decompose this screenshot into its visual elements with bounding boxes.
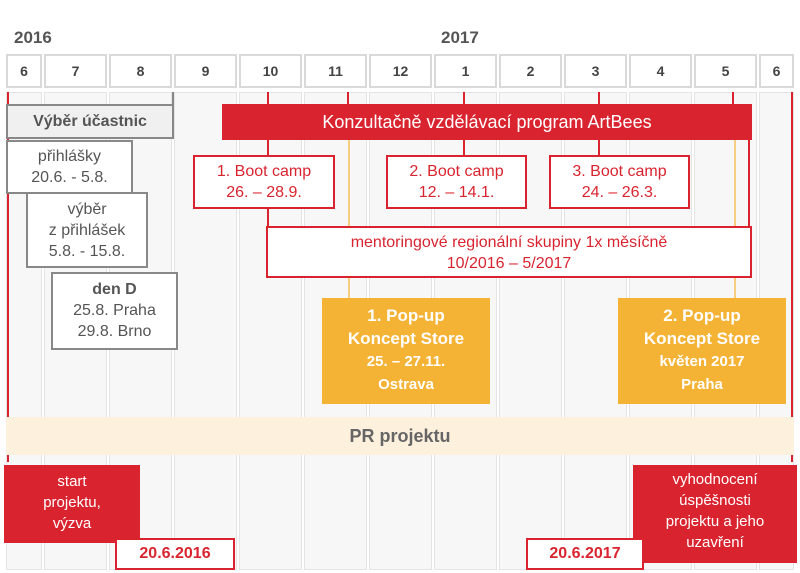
timeline-tick <box>598 92 600 106</box>
bootcamp-title: 2. Boot camp <box>409 163 504 180</box>
bootcamp-box-1: 1. Boot camp 26. – 28.9. <box>193 155 335 209</box>
choice-sublabel: z přihlášek <box>48 222 126 239</box>
popup-city: Praha <box>681 376 723 393</box>
program-title: Konzultačně vzdělávací program ArtBees <box>322 112 652 132</box>
month-cell: 6 <box>6 54 42 88</box>
start-line: projektu, <box>43 494 101 511</box>
pr-label: PR projektu <box>349 425 451 446</box>
choice-label: výběr <box>67 201 107 218</box>
end-line: projektu a jeho <box>665 513 765 530</box>
selection-title-box: Výběr účastnic <box>6 104 174 139</box>
month-cell: 8 <box>109 54 172 88</box>
month-cell: 1 <box>434 54 497 88</box>
popup-dates: květen 2017 <box>659 353 745 370</box>
bootcamp-connector <box>463 140 465 155</box>
month-cell: 11 <box>304 54 367 88</box>
year-2016-label: 2016 <box>14 28 52 47</box>
end-box: vyhodnocení úspěšnosti projektu a jeho u… <box>633 465 797 563</box>
month-cell: 7 <box>44 54 107 88</box>
dday-title: den D <box>92 281 137 298</box>
pr-band: PR projektu <box>6 417 794 455</box>
bootcamp-dates: 24. – 26.3. <box>581 184 658 201</box>
bootcamp-title: 3. Boot camp <box>572 163 667 180</box>
end-date: 20.6.2017 <box>549 545 621 562</box>
popup-title: 1. Pop-up <box>367 306 445 325</box>
bootcamp-dates: 26. – 28.9. <box>226 184 302 201</box>
bootcamp-title: 1. Boot camp <box>216 163 312 180</box>
bootcamp-box-3: 3. Boot camp 24. – 26.3. <box>549 155 690 209</box>
start-timeline-line <box>7 92 9 462</box>
end-timeline-line <box>791 92 793 462</box>
bootcamp-connector <box>598 140 600 155</box>
bootcamp-box-2: 2. Boot camp 12. – 14.1. <box>386 155 527 209</box>
popup-dates: 25. – 27.11. <box>366 353 446 370</box>
timeline-tick <box>732 92 734 106</box>
applications-box: přihlášky 20.6. - 5.8. <box>6 140 133 194</box>
start-line: start <box>57 473 87 490</box>
popup-title: 2. Pop-up <box>663 306 741 325</box>
popup-connector <box>734 140 736 298</box>
start-line: výzva <box>52 515 92 532</box>
month-cell: 2 <box>499 54 562 88</box>
popup-subtitle: Koncept Store <box>347 329 465 348</box>
month-cell: 4 <box>629 54 692 88</box>
bootcamp-dates: 12. – 14.1. <box>418 184 495 201</box>
month-cell: 12 <box>369 54 432 88</box>
bootcamp-connector <box>267 140 269 155</box>
month-header-row: 6 7 8 9 10 11 12 1 2 3 4 5 6 <box>6 54 794 88</box>
dday-praha: 25.8. Praha <box>73 302 156 319</box>
end-line: uzavření <box>686 534 744 551</box>
program-bar: Konzultačně vzdělávací program ArtBees <box>222 104 752 140</box>
dday-brno: 29.8. Brno <box>77 323 152 340</box>
popup-box-2: 2. Pop-up Koncept Store květen 2017 Prah… <box>618 298 786 404</box>
end-date-box: 20.6.2017 <box>526 538 644 570</box>
mentoring-title: mentoringové regionální skupiny 1x měsíč… <box>350 234 668 251</box>
month-cell: 5 <box>694 54 757 88</box>
popup-subtitle: Koncept Store <box>643 329 761 348</box>
popup-city: Ostrava <box>378 376 434 393</box>
mentoring-box: mentoringové regionální skupiny 1x měsíč… <box>266 226 752 278</box>
start-date: 20.6.2016 <box>139 545 211 562</box>
choice-dates: 5.8. - 15.8. <box>48 243 126 260</box>
year-2017-label: 2017 <box>441 28 479 47</box>
choice-box: výběr z přihlášek 5.8. - 15.8. <box>26 192 148 268</box>
program-end-line <box>748 140 750 226</box>
dday-box: den D 25.8. Praha 29.8. Brno <box>51 272 178 350</box>
month-cell: 9 <box>174 54 237 88</box>
end-line: vyhodnocení <box>672 471 758 488</box>
applications-label: přihlášky <box>37 148 102 165</box>
timeline-tick <box>267 92 269 106</box>
timeline-tick <box>463 92 465 106</box>
month-cell: 10 <box>239 54 302 88</box>
selection-bracket <box>172 92 174 106</box>
popup-box-1: 1. Pop-up Koncept Store 25. – 27.11. Ost… <box>322 298 490 404</box>
popup-connector <box>348 140 350 298</box>
start-box: start projektu, výzva <box>4 465 140 543</box>
applications-dates: 20.6. - 5.8. <box>31 169 108 186</box>
timeline-tick <box>347 92 349 106</box>
month-cell: 3 <box>564 54 627 88</box>
start-date-box: 20.6.2016 <box>115 538 235 570</box>
mentoring-dates: 10/2016 – 5/2017 <box>446 255 572 272</box>
selection-title: Výběr účastnic <box>33 113 147 130</box>
month-cell: 6 <box>759 54 794 88</box>
end-line: úspěšnosti <box>679 492 751 509</box>
mentoring-connector <box>267 209 269 226</box>
